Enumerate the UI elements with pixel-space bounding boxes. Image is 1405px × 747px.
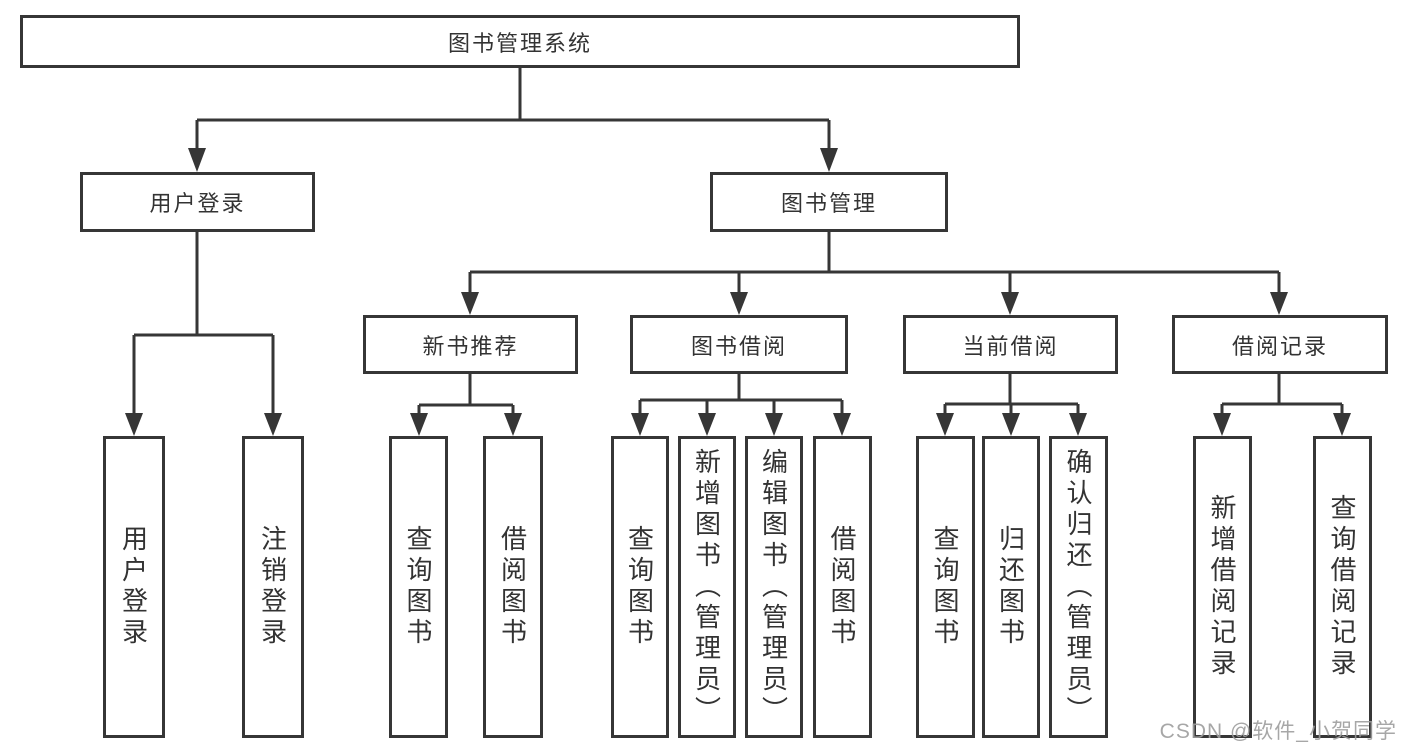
leaf-add-book-admin: 新增图书（管理员）	[678, 436, 736, 738]
node-borrowing-records: 借阅记录	[1172, 315, 1388, 374]
leaf-edit-book-admin: 编辑图书（管理员）	[745, 436, 803, 738]
leaf-borrow-books: 借阅图书	[813, 436, 872, 738]
leaf-return-books: 归还图书	[982, 436, 1040, 738]
node-current-borrowing: 当前借阅	[903, 315, 1118, 374]
leaf-add-borrow-record: 新增借阅记录	[1193, 436, 1252, 738]
leaf-query-borrow-record: 查询借阅记录	[1313, 436, 1372, 738]
leaf-user-login: 用户登录	[103, 436, 165, 738]
leaf-borrow-books-recommend: 借阅图书	[483, 436, 543, 738]
watermark: CSDN @软件_小贺同学	[1159, 720, 1397, 743]
leaf-confirm-return-admin: 确认归还（管理员）	[1049, 436, 1108, 738]
node-user-login: 用户登录	[80, 172, 315, 232]
leaf-logout: 注销登录	[242, 436, 304, 738]
leaf-query-books-borrow: 查询图书	[611, 436, 669, 738]
node-book-management: 图书管理	[710, 172, 948, 232]
node-library-management-system: 图书管理系统	[20, 15, 1020, 68]
leaf-query-books-current: 查询图书	[916, 436, 975, 738]
node-new-book-recommendation: 新书推荐	[363, 315, 578, 374]
node-book-borrowing: 图书借阅	[630, 315, 848, 374]
leaf-query-books-recommend: 查询图书	[389, 436, 448, 738]
